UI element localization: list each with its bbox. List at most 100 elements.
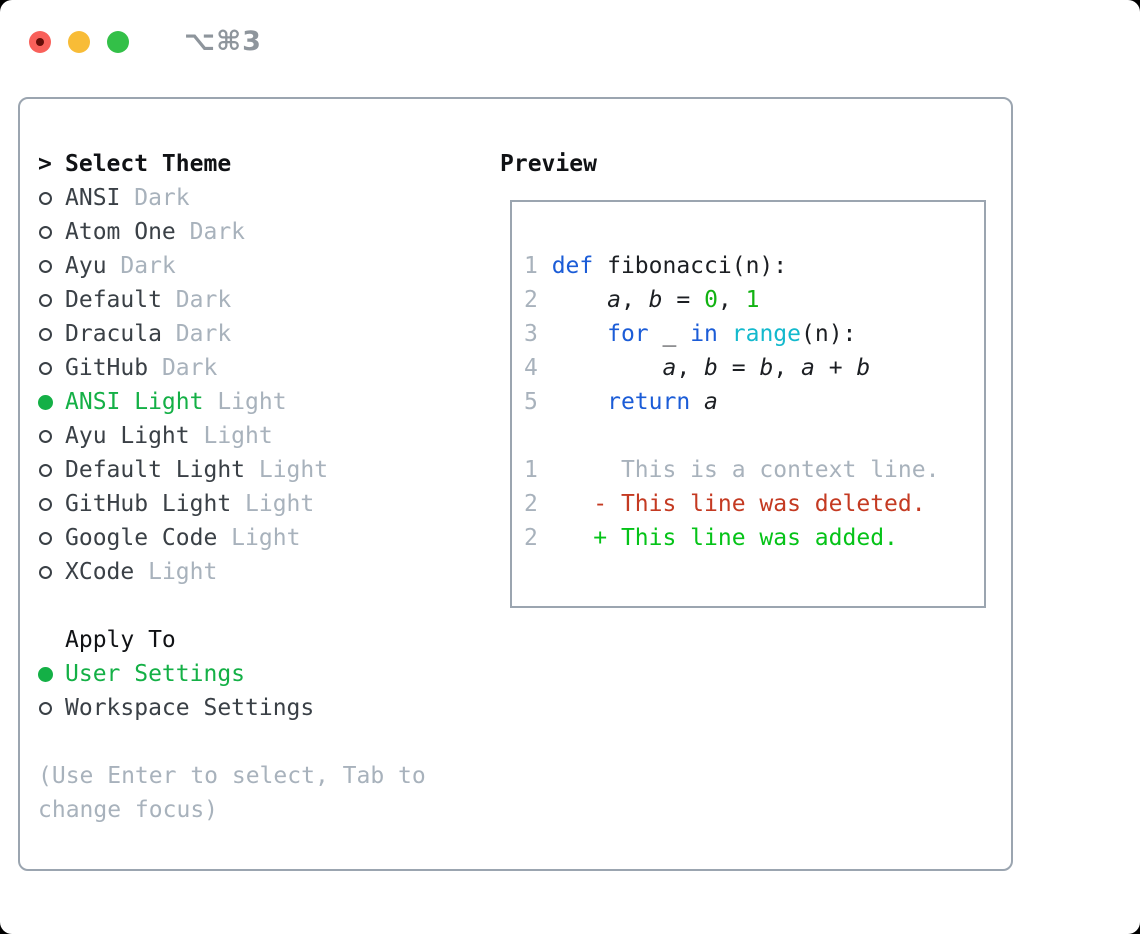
option-tag: Light: [217, 525, 301, 551]
line-number: 2: [524, 287, 538, 313]
apply-to-header: Apply To: [38, 623, 468, 657]
line-number: [524, 423, 538, 449]
select-theme-header: > Select Theme: [38, 147, 468, 181]
code-token: [690, 389, 704, 415]
radio-cell: [38, 565, 65, 579]
option-tag: Dark: [120, 185, 190, 211]
window-shortcut-label: ⌥⌘3: [184, 26, 262, 57]
code-token: - This line was deleted.: [551, 491, 926, 517]
code-token: This is a context line.: [551, 457, 940, 483]
code-token: return: [607, 389, 691, 415]
radio-icon: [39, 701, 52, 715]
code-token: b: [704, 355, 718, 381]
option-tag: Light: [189, 423, 273, 449]
code-token: ,: [717, 287, 746, 313]
option-tag: Light: [134, 559, 218, 585]
code-line: 2 a, b = 0, 1: [524, 283, 984, 317]
code-token: 0: [704, 287, 718, 313]
option-label: Google Code: [65, 525, 218, 551]
radio-icon: [39, 463, 52, 477]
apply-option[interactable]: User Settings: [38, 657, 468, 691]
theme-option[interactable]: Atom One Dark: [38, 215, 468, 249]
line-number: 5: [524, 389, 538, 415]
option-label: Atom One: [65, 219, 176, 245]
code-token: (n):: [801, 321, 857, 347]
theme-option[interactable]: GitHub Light Light: [38, 487, 468, 521]
radio-cell: [38, 191, 65, 205]
option-label: User Settings: [65, 661, 246, 687]
radio-cell: [38, 259, 65, 273]
theme-option[interactable]: Default Light Light: [38, 453, 468, 487]
radio-cell: [38, 293, 65, 307]
radio-cell: [38, 531, 65, 545]
radio-cell: [38, 497, 65, 511]
code-line: 1 This is a context line.: [524, 453, 984, 487]
select-theme-title: Select Theme: [65, 151, 232, 177]
close-button[interactable]: [29, 30, 51, 53]
option-label: Ayu: [65, 253, 107, 279]
code-token: ,: [676, 355, 705, 381]
code-token: +: [814, 355, 857, 381]
option-tag: Light: [203, 389, 287, 415]
option-tag: Dark: [148, 355, 218, 381]
option-label: GitHub Light: [65, 491, 232, 517]
option-tag: Dark: [175, 219, 246, 245]
option-label: GitHub: [65, 355, 149, 381]
theme-option[interactable]: ANSI Dark: [38, 181, 468, 215]
code-line: 4 a, b = b, a + b: [524, 351, 984, 385]
theme-option[interactable]: Ayu Dark: [38, 249, 468, 283]
theme-option[interactable]: XCode Light: [38, 555, 468, 589]
code-token: [552, 389, 607, 415]
option-label: Dracula: [65, 321, 162, 347]
code-token: [552, 287, 607, 313]
radio-icon: [39, 191, 52, 205]
radio-cell: [38, 666, 65, 682]
code-token: b: [759, 355, 774, 381]
prompt-caret-icon: >: [38, 151, 52, 177]
option-label: Default Light: [65, 457, 246, 483]
theme-option[interactable]: GitHub Dark: [38, 351, 468, 385]
code-token: def: [551, 253, 594, 279]
maximize-button[interactable]: [107, 30, 129, 53]
code-token: =: [662, 287, 705, 313]
titlebar: ⌥⌘3: [29, 26, 262, 57]
apply-option[interactable]: Workspace Settings: [38, 691, 468, 725]
option-label: ANSI Light: [65, 389, 204, 415]
code-token: a: [704, 389, 718, 415]
preview-title: Preview: [500, 151, 597, 177]
radio-icon: [39, 225, 52, 239]
minimize-button[interactable]: [68, 30, 90, 53]
theme-option[interactable]: Google Code Light: [38, 521, 468, 555]
code-line: 3 for _ in range(n):: [524, 317, 984, 351]
theme-option[interactable]: Dracula Dark: [38, 317, 468, 351]
theme-option[interactable]: ANSI Light Light: [38, 385, 468, 419]
code-token: [552, 321, 607, 347]
prompt-cell: >: [38, 147, 65, 181]
line-number: 3: [524, 321, 538, 347]
radio-icon: [39, 293, 52, 307]
code-token: [552, 355, 663, 381]
option-label: Ayu Light: [65, 423, 190, 449]
code-line: 2 - This line was deleted.: [524, 487, 984, 521]
option-label: XCode: [65, 559, 135, 585]
radio-icon: [39, 429, 52, 443]
unsaved-indicator-icon: [36, 37, 44, 46]
option-label: Workspace Settings: [65, 695, 315, 721]
radio-cell: [38, 327, 65, 341]
apply-to-title: Apply To: [65, 627, 176, 653]
option-tag: Light: [231, 491, 315, 517]
code-token: fibonacci(n):: [593, 253, 788, 279]
option-tag: Dark: [106, 253, 176, 279]
theme-option[interactable]: Default Dark: [38, 283, 468, 317]
option-tag: Dark: [161, 321, 232, 347]
theme-option[interactable]: Ayu Light Light: [38, 419, 468, 453]
code-line: [524, 419, 984, 453]
line-number: 4: [524, 355, 538, 381]
code-line: 2 + This line was added.: [524, 521, 984, 555]
